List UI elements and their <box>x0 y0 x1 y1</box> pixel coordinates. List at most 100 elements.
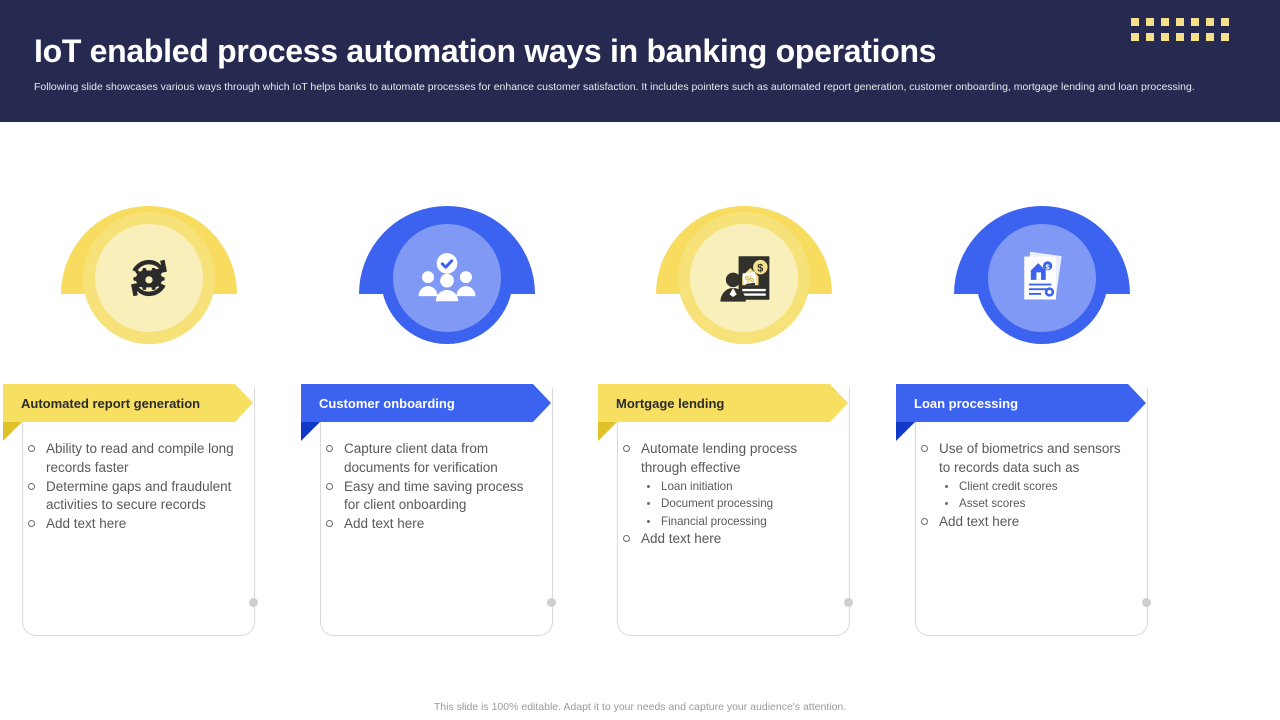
sub-list-item: Client credit scores <box>939 478 1127 496</box>
list-item: Add text here <box>619 530 829 549</box>
card-banner[interactable]: Automated report generation <box>3 384 253 422</box>
page-subtitle: Following slide showcases various ways t… <box>34 81 1195 93</box>
card-body: Ability to read and compile long records… <box>24 440 234 534</box>
process-column: Customer onboarding Capture client data … <box>298 140 596 660</box>
icon-medallion: $ % <box>656 190 832 366</box>
decor-dot <box>1131 18 1139 26</box>
list-item: Easy and time saving process for client … <box>322 478 532 516</box>
sub-bullet-list: Client credit scores Asset scores <box>939 478 1127 513</box>
decor-dot <box>1161 18 1169 26</box>
decor-dot <box>1176 18 1184 26</box>
card-banner-label: Customer onboarding <box>319 395 455 411</box>
bullet-marker-icon <box>28 520 35 528</box>
sub-list-item: Loan initiation <box>641 478 829 496</box>
sub-bullet-marker-icon <box>647 502 650 506</box>
decor-dot <box>1206 18 1214 26</box>
card-banner-label: Loan processing <box>914 395 1019 411</box>
decor-dot <box>1221 33 1229 41</box>
card-body: Automate lending process through effecti… <box>619 440 829 549</box>
process-column: $ Loan processing Use of biometrics and … <box>893 140 1191 660</box>
bullet-list: Use of biometrics and sensors to records… <box>917 440 1127 531</box>
info-card <box>617 388 853 636</box>
banner-fold-corner <box>896 422 915 441</box>
bullet-text: Add text here <box>641 531 722 547</box>
bullet-marker-icon <box>921 445 928 452</box>
bullet-marker-icon <box>28 445 35 452</box>
bullet-text: Capture client data from documents for v… <box>344 441 498 475</box>
bullet-marker-icon <box>921 517 928 525</box>
sub-bullet-text: Financial processing <box>661 514 767 528</box>
list-item: Automate lending process through effecti… <box>619 440 829 530</box>
card-banner-label: Mortgage lending <box>616 395 725 411</box>
bullet-marker-icon <box>326 445 333 452</box>
sub-list-item: Document processing <box>641 495 829 513</box>
sub-bullet-marker-icon <box>945 484 948 488</box>
card-banner[interactable]: Mortgage lending <box>598 384 848 422</box>
banner-fold-corner <box>3 422 22 441</box>
list-item: Use of biometrics and sensors to records… <box>917 440 1127 513</box>
card-corner-dot <box>547 598 556 607</box>
bullet-marker-icon <box>623 535 630 543</box>
icon-medallion: $ <box>954 190 1130 366</box>
svg-text:$: $ <box>1046 263 1051 272</box>
list-item: Ability to read and compile long records… <box>24 440 234 478</box>
inner-disc <box>95 224 203 332</box>
loan-document-icon: $ <box>988 224 1096 332</box>
bullet-text: Ability to read and compile long records… <box>46 441 234 475</box>
slide-header: IoT enabled process automation ways in b… <box>0 0 1280 122</box>
sub-bullet-text: Asset scores <box>959 497 1026 511</box>
sub-bullet-list: Loan initiation Document processing Fina… <box>641 478 829 531</box>
bullet-text: Add text here <box>46 516 127 532</box>
sub-bullet-text: Document processing <box>661 497 774 511</box>
svg-text:%: % <box>745 274 755 286</box>
card-corner-dot <box>1142 598 1151 607</box>
page-title: IoT enabled process automation ways in b… <box>34 33 937 69</box>
banner-fold-corner <box>598 422 617 441</box>
card-corner-dot <box>249 598 258 607</box>
sub-bullet-marker-icon <box>647 519 650 523</box>
bullet-marker-icon <box>28 482 35 490</box>
card-banner[interactable]: Customer onboarding <box>301 384 551 422</box>
footer-note: This slide is 100% editable. Adapt it to… <box>433 701 847 713</box>
card-body: Use of biometrics and sensors to records… <box>917 440 1127 531</box>
sub-list-item: Asset scores <box>939 495 1127 513</box>
bullet-text: Automate lending process through effecti… <box>641 441 798 475</box>
sub-bullet-marker-icon <box>945 502 948 506</box>
decor-dot <box>1131 33 1139 41</box>
bullet-marker-icon <box>326 520 333 528</box>
sub-list-item: Financial processing <box>641 513 829 531</box>
decorative-dot-grid-icon <box>1131 18 1236 48</box>
list-item: Add text here <box>322 515 532 534</box>
info-card <box>320 388 556 636</box>
sub-bullet-text: Client credit scores <box>959 479 1058 493</box>
gear-refresh-icon <box>95 224 203 332</box>
decor-dot <box>1146 33 1154 41</box>
bullet-list: Automate lending process through effecti… <box>619 440 829 549</box>
bullet-list: Capture client data from documents for v… <box>322 440 532 534</box>
list-item: Determine gaps and fraudulent activities… <box>24 478 234 516</box>
decor-dot <box>1221 18 1229 26</box>
banner-fold-corner <box>301 422 320 441</box>
list-item: Add text here <box>24 515 234 534</box>
card-body: Capture client data from documents for v… <box>322 440 532 534</box>
card-banner[interactable]: Loan processing <box>896 384 1146 422</box>
mortgage-advisor-icon: $ % <box>690 224 798 332</box>
card-corner-dot <box>844 598 853 607</box>
sub-bullet-marker-icon <box>647 484 650 488</box>
bullet-text: Determine gaps and fraudulent activities… <box>46 478 232 513</box>
bullet-list: Ability to read and compile long records… <box>24 440 234 534</box>
sub-bullet-text: Loan initiation <box>661 479 733 493</box>
bullet-text: Use of biometrics and sensors to records… <box>939 441 1121 475</box>
info-card <box>915 388 1151 636</box>
bullet-marker-icon <box>623 445 630 452</box>
card-banner-label: Automated report generation <box>21 395 201 411</box>
info-card <box>22 388 258 636</box>
decor-dot <box>1206 33 1214 41</box>
bullet-text: Easy and time saving process for client … <box>344 478 524 513</box>
bullet-marker-icon <box>326 482 333 490</box>
icon-medallion <box>359 190 535 366</box>
bullet-text: Add text here <box>344 516 425 532</box>
list-item: Capture client data from documents for v… <box>322 440 532 478</box>
bullet-text: Add text here <box>939 513 1020 529</box>
